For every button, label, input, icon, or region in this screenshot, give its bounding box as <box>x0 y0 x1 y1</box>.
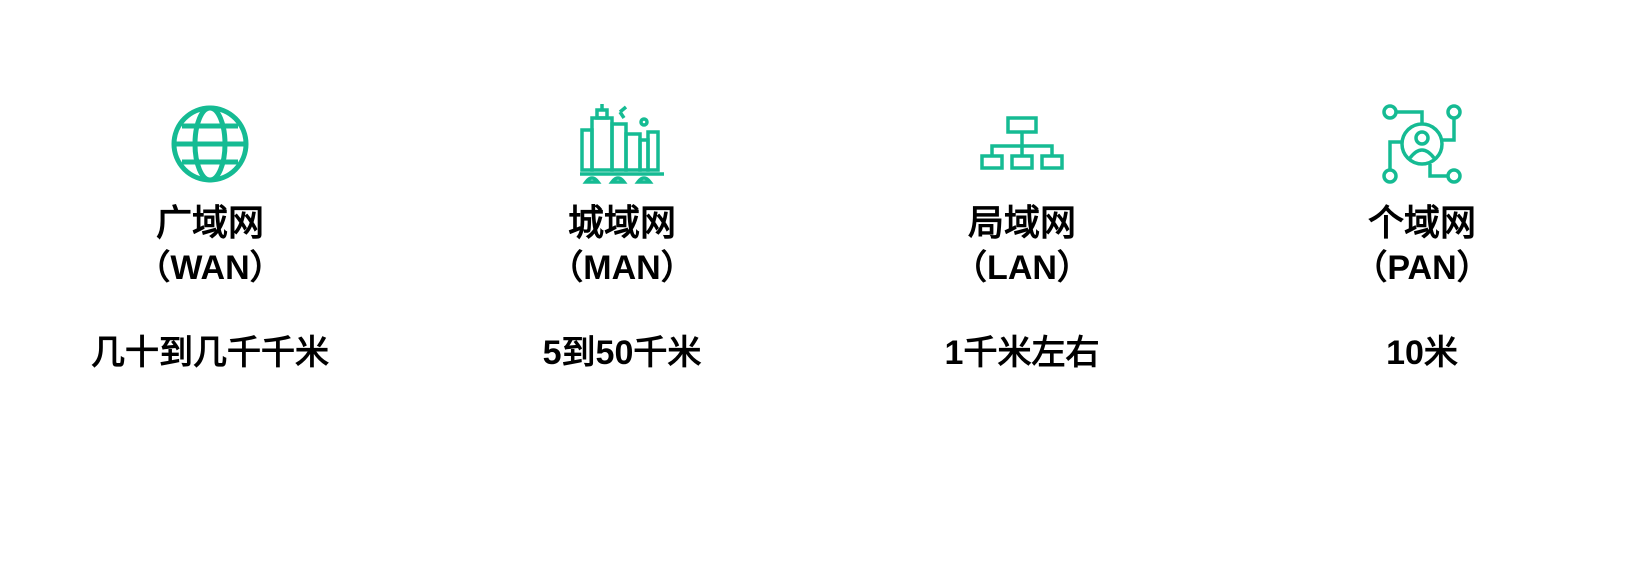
network-title: 城域网 <box>567 202 676 243</box>
network-abbr: （WAN） <box>136 249 284 287</box>
network-abbr: （PAN） <box>1353 249 1491 287</box>
network-title: 广域网 <box>155 202 264 243</box>
network-abbr: （MAN） <box>549 249 695 287</box>
globe-icon <box>30 100 390 188</box>
network-title: 个域网 <box>1367 202 1476 243</box>
network-type-man: 城域网 （MAN） 5到50千米 <box>442 100 802 374</box>
network-abbr: （LAN） <box>953 249 1091 287</box>
personal-network-icon <box>1242 100 1602 188</box>
network-type-pan: 个域网 （PAN） 10米 <box>1242 100 1602 374</box>
network-type-lan: 局域网 （LAN） 1千米左右 <box>842 100 1202 374</box>
network-range: 1千米左右 <box>944 334 1100 372</box>
network-range: 5到50千米 <box>542 334 702 372</box>
network-range: 10米 <box>1386 334 1458 372</box>
network-title: 局域网 <box>967 202 1076 243</box>
network-range: 几十到几千千米 <box>91 334 329 372</box>
hierarchy-icon <box>842 100 1202 188</box>
city-icon <box>442 100 802 188</box>
network-type-wan: 广域网 （WAN） 几十到几千千米 <box>30 100 390 374</box>
